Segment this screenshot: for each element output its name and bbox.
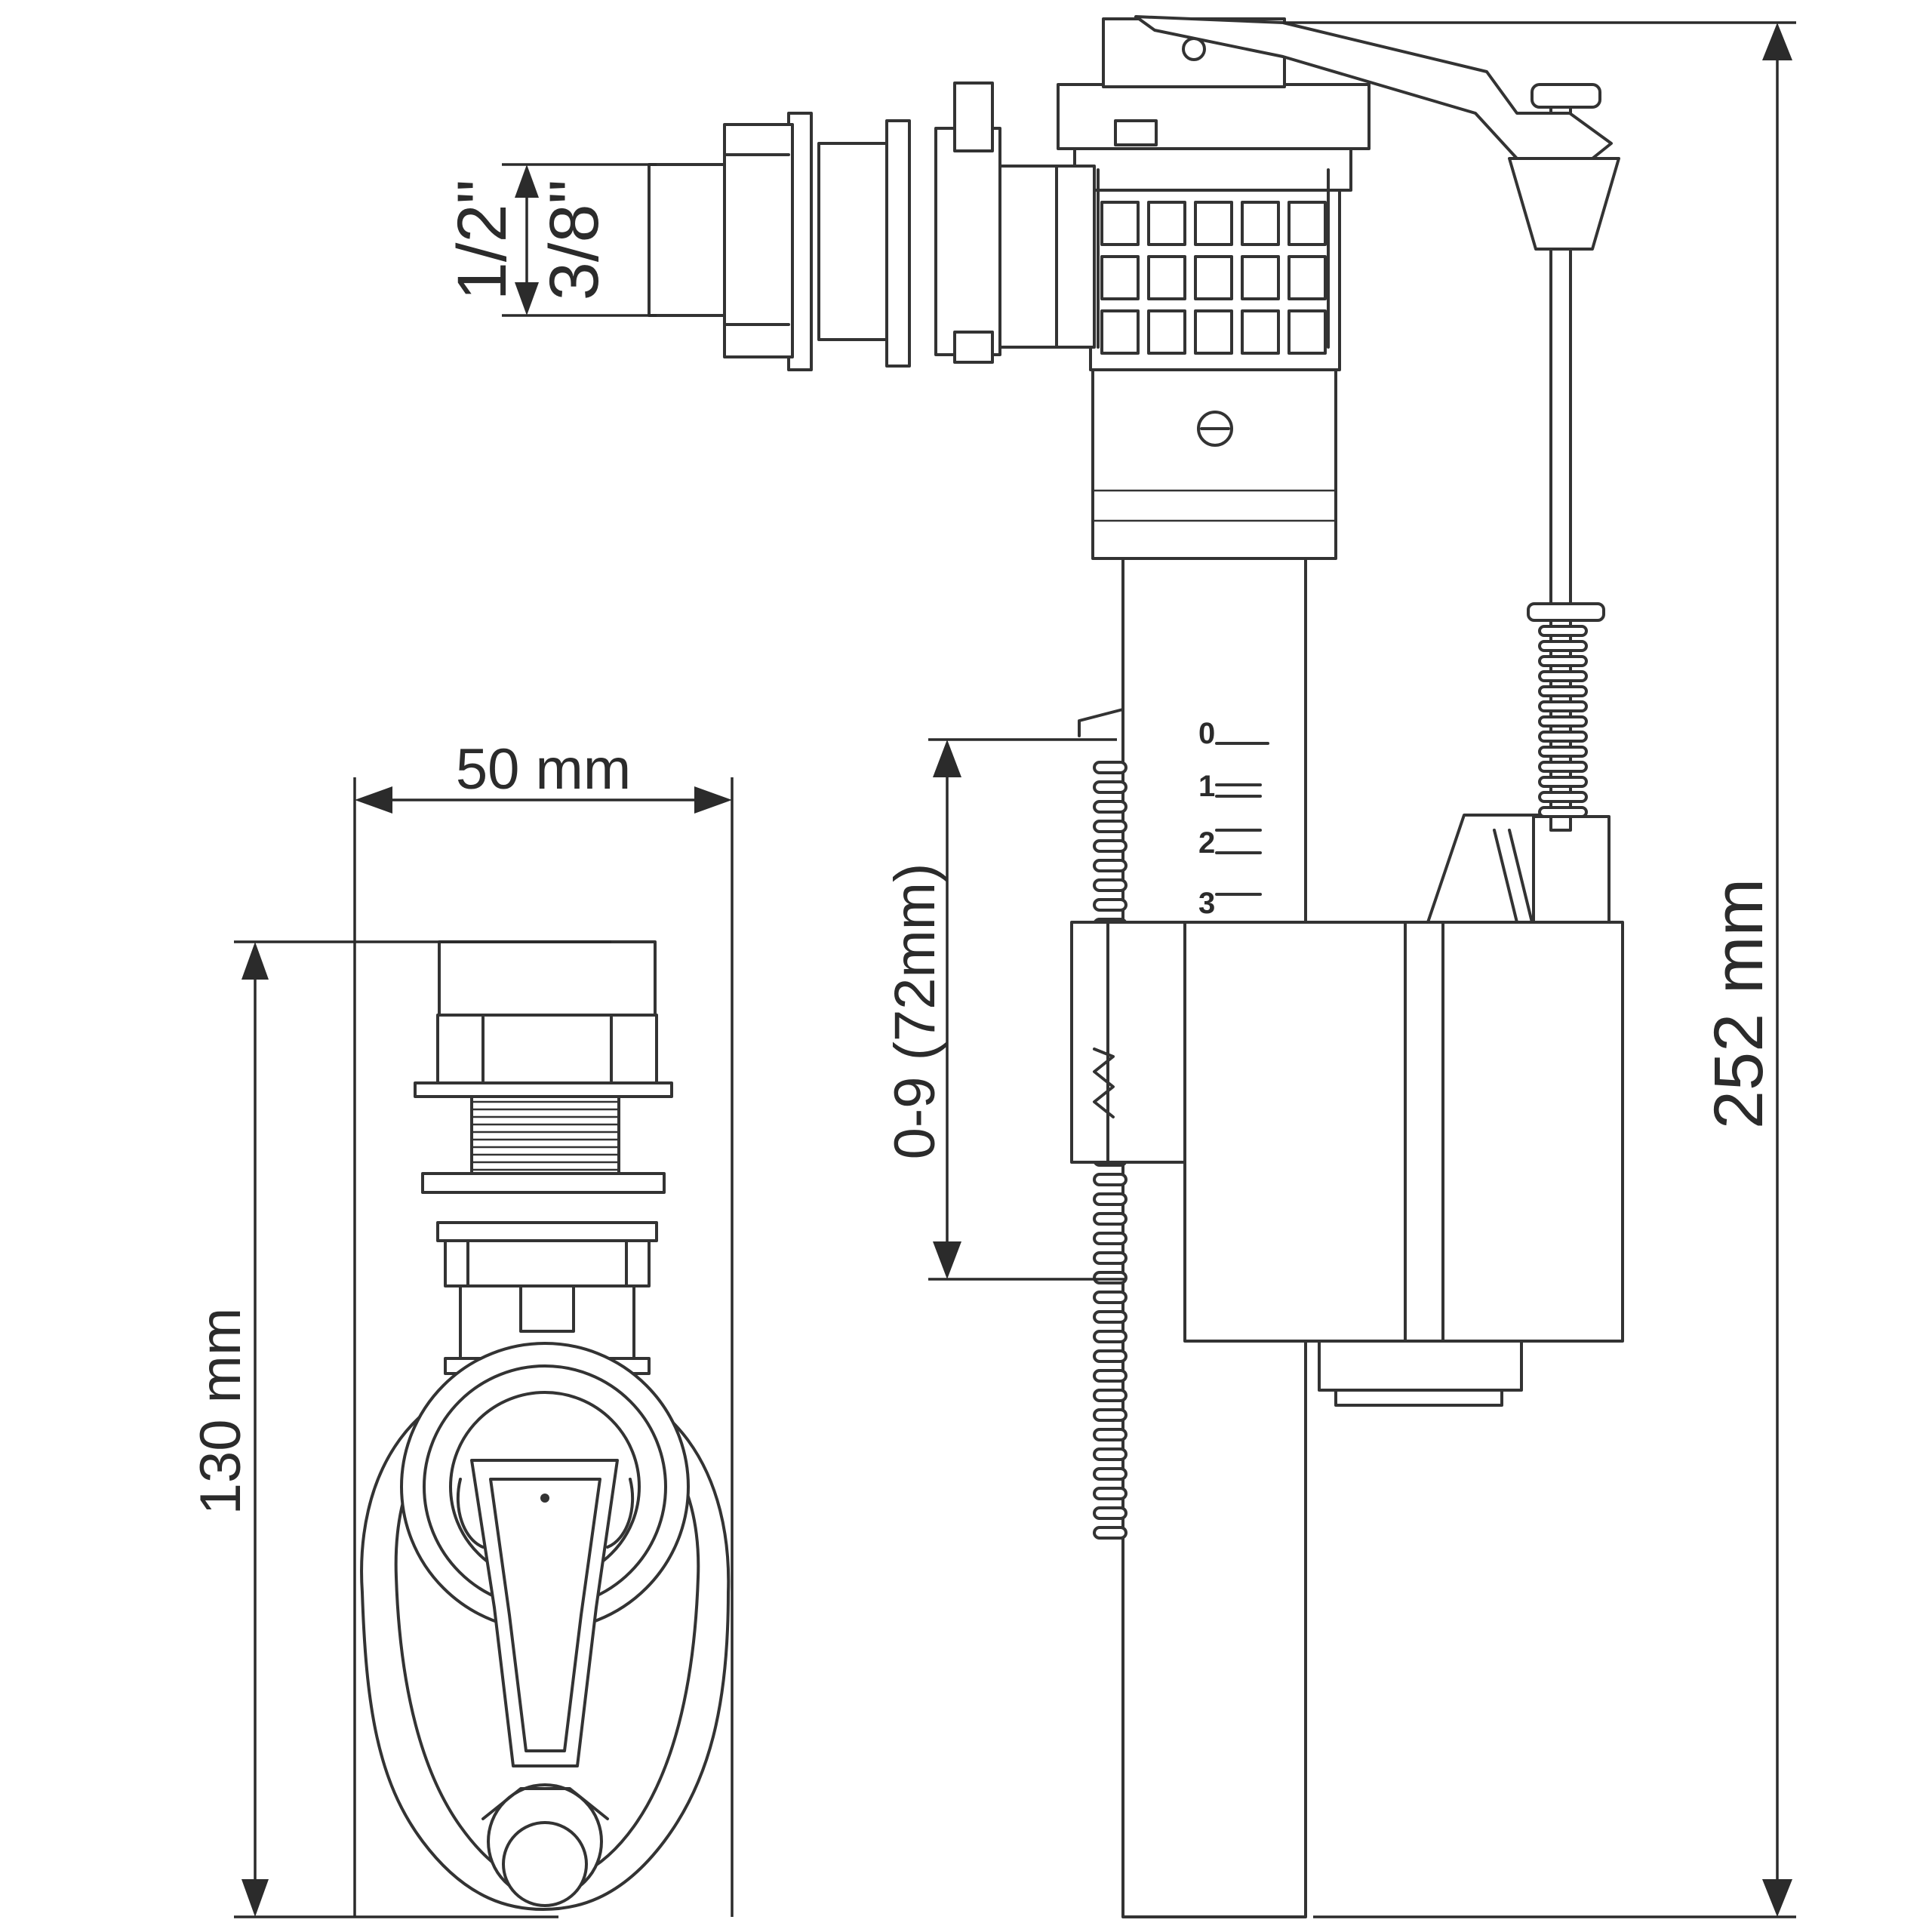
front-view: 50 mm 130 mm — [189, 737, 734, 1918]
dim-label-50: 50 mm — [456, 737, 631, 801]
dimension-width: 50 mm — [353, 737, 734, 1917]
dim-label-adjust: 0-9 (72mm) — [883, 863, 947, 1160]
dim-label-thread-outer: 1/2" — [444, 180, 521, 301]
dimension-total-height: 252 mm — [1283, 21, 1796, 1918]
height-scale: 0 1 2 3 — [1198, 717, 1269, 920]
filter-cage — [1089, 189, 1341, 371]
dim-label-130: 130 mm — [189, 1308, 253, 1515]
scale-mark-0: 0 — [1198, 717, 1215, 750]
dim-label-252: 252 mm — [1700, 878, 1777, 1129]
dim-label-thread-inner: 3/8" — [536, 180, 613, 301]
scale-mark-2: 2 — [1198, 826, 1215, 860]
front-lever — [470, 1459, 619, 1767]
scale-mark-3: 3 — [1198, 887, 1215, 920]
valve-head — [1057, 15, 1613, 371]
dimension-adjust-range: 0-9 (72mm) — [883, 738, 1124, 1281]
adjust-rod — [1508, 83, 1620, 832]
tube-collar — [1091, 368, 1337, 560]
dimension-thread: 1/2" 3/8" — [444, 163, 657, 317]
dimension-height: 130 mm — [189, 940, 611, 1918]
scale-tab — [1078, 708, 1124, 737]
lever-arm — [1134, 15, 1613, 160]
scale-mark-1: 1 — [1198, 770, 1215, 803]
inlet-shank — [648, 82, 1096, 371]
float — [1070, 814, 1624, 1407]
collar-screw — [1197, 411, 1233, 447]
side-view: 0 1 2 3 — [444, 15, 1796, 1918]
